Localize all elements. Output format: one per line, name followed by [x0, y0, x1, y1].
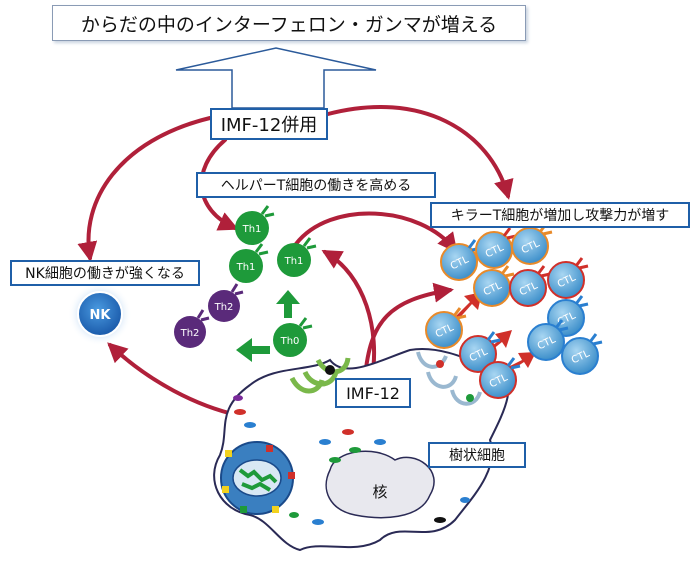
- receptor: [289, 357, 351, 394]
- ctl-receptor: [486, 331, 501, 344]
- imf-combo-label: IMF-12併用: [210, 108, 328, 140]
- ctl-cell: [479, 361, 517, 399]
- arrow-to-nk: [77, 116, 212, 262]
- ctl-cell: [527, 323, 565, 361]
- nk-cell: [77, 291, 123, 337]
- svg-text:Th2: Th2: [214, 302, 234, 313]
- th1-cell: Th1: [235, 205, 275, 245]
- ctl-receptor: [574, 295, 589, 308]
- ctl-cell: [440, 243, 478, 281]
- granules: [233, 395, 470, 525]
- arrow-imf12-to-ctl: [363, 282, 454, 380]
- th1-cell: Th1: [229, 243, 269, 283]
- ctl-cell: [425, 311, 463, 349]
- green-arrow-up: [276, 290, 300, 318]
- up-arrow-icon: [175, 47, 377, 109]
- svg-text:Th1: Th1: [242, 224, 262, 235]
- nucleus: [325, 450, 435, 519]
- helper-t-label: ヘルパーT細胞の働きを高める: [196, 172, 436, 198]
- nk-cell-label: NK: [90, 308, 112, 323]
- arrow-to-ctl: [326, 105, 514, 200]
- svg-text:Th0: Th0: [280, 336, 300, 347]
- ctl-cell: [561, 337, 599, 375]
- th0-cell: Th0: [273, 317, 313, 357]
- ctl-receptor: [506, 357, 521, 370]
- ctl-receptors: [416, 351, 482, 406]
- th1-cell: Th1: [277, 237, 317, 277]
- killer-t-label: キラーT細胞が増加し攻撃力が増す: [430, 202, 690, 228]
- ctl-receptor: [554, 319, 569, 332]
- svg-text:Th1: Th1: [236, 262, 256, 273]
- th-cells: Th1 Th1 Th1 Th2 Th2 Th0: [174, 205, 317, 362]
- ctl-cell: [509, 269, 547, 307]
- ctl-cell: [459, 335, 497, 373]
- th2-cell: Th2: [174, 309, 210, 348]
- imf12-label: IMF-12: [335, 378, 411, 408]
- ctl-receptor: [574, 257, 589, 270]
- dendritic-label: 樹状細胞: [428, 442, 526, 468]
- ctl-receptor: [500, 265, 515, 278]
- ctl-receptor: [452, 307, 467, 320]
- ctl-cell: [511, 227, 549, 265]
- page-title: からだの中のインターフェロン・ガンマが増える: [52, 5, 526, 41]
- arrow-th1-to-ctl: [294, 211, 458, 254]
- green-arrow-left: [236, 338, 270, 362]
- ctl-cell: [547, 261, 585, 299]
- infected-cell: [220, 441, 295, 515]
- ctl-receptor: [588, 333, 603, 346]
- th2-cell: Th2: [208, 283, 244, 322]
- arrow-imf12-to-th1: [321, 250, 377, 380]
- nk-label: NK細胞の働きが強くなる: [10, 260, 200, 286]
- dendritic-cell-body: [213, 348, 510, 552]
- nucleus-label: 核: [372, 483, 387, 501]
- svg-text:Th2: Th2: [180, 328, 200, 339]
- svg-text:Th1: Th1: [284, 256, 304, 267]
